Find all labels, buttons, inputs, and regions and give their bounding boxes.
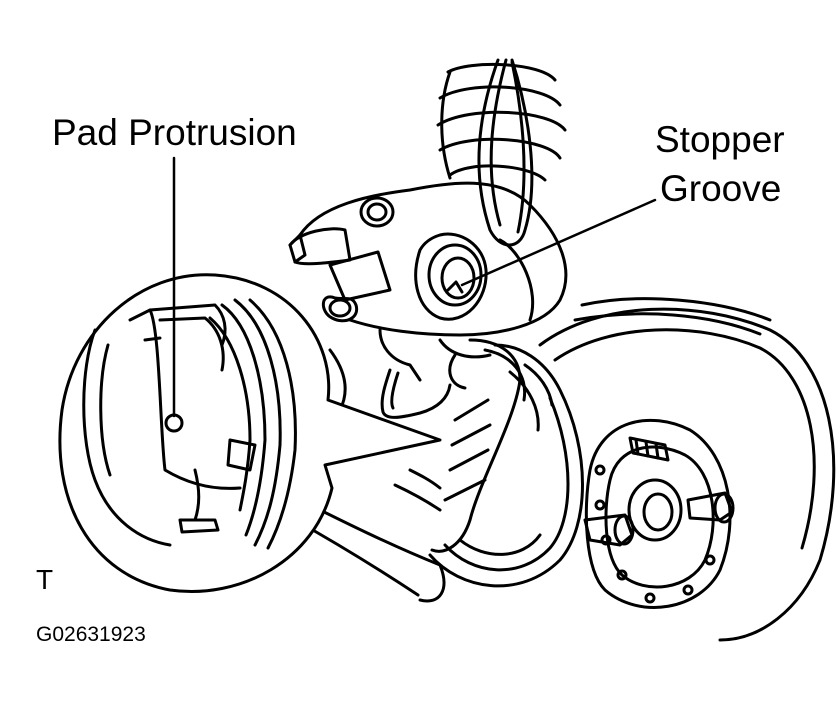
brake-hose [382,370,450,417]
figure-code: G02631923 [36,623,146,646]
brake-rotor [540,299,834,640]
brake-pad-assembly [430,340,583,586]
brake-caliper [290,183,566,388]
magnified-inset [60,275,440,592]
stopper-groove-label-line1: Stopper [655,119,785,160]
pad-protrusion-label: Pad Protrusion [52,112,297,153]
coil-spring [438,64,565,180]
stopper-groove-leader [462,200,655,285]
view-marker: T [36,564,54,595]
stopper-groove-label-line2: Groove [660,168,782,209]
